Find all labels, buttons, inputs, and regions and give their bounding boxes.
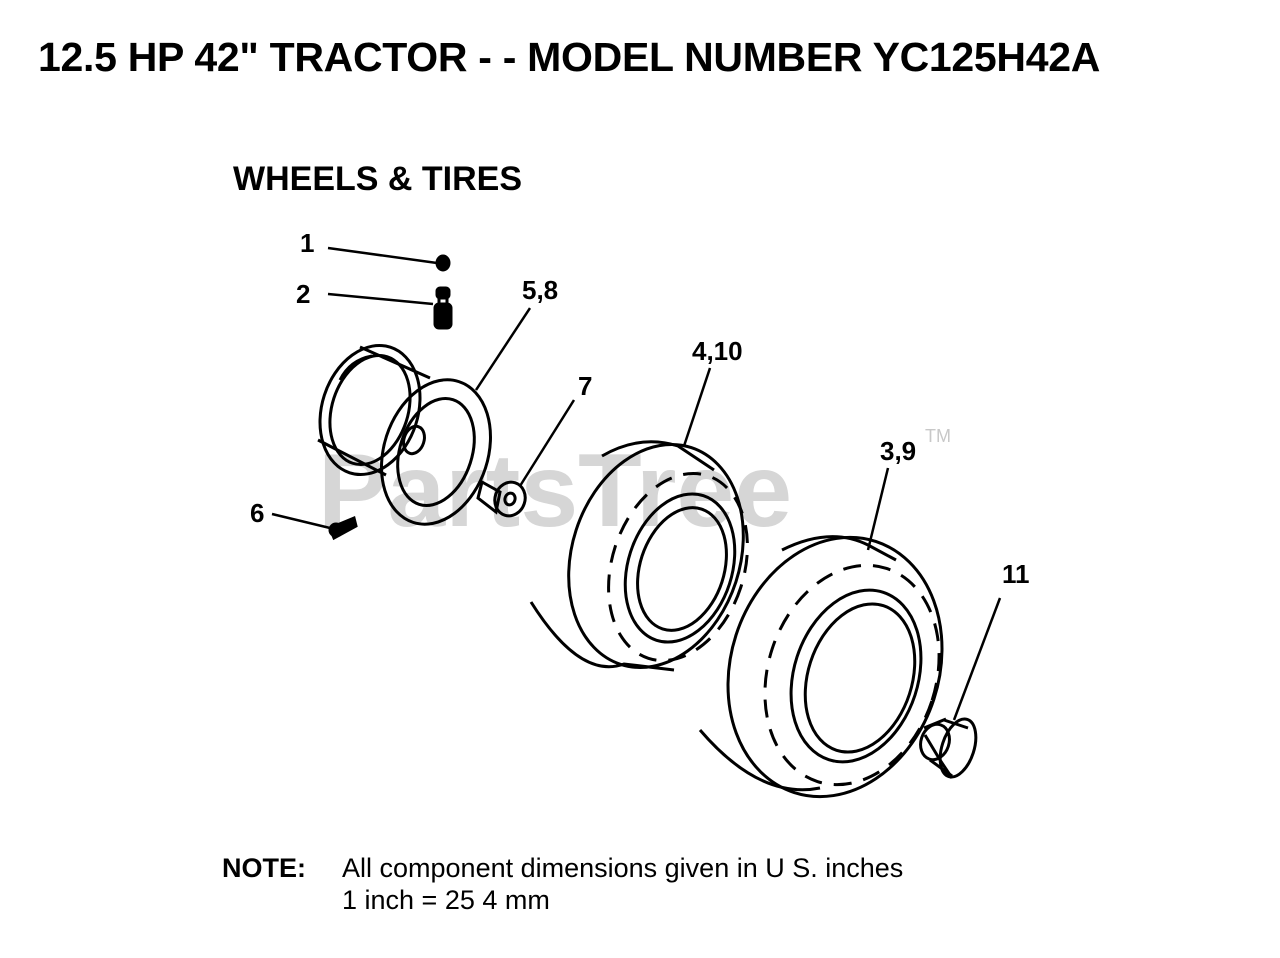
callout-2: 2 [296, 279, 310, 309]
part-front-tire[interactable] [529, 422, 771, 691]
leader-lines [271, 246, 1002, 721]
section-title: WHEELS & TIRES [233, 160, 523, 198]
watermark-trademark: TM [925, 426, 951, 446]
note-line-2: 1 inch = 25 4 mm [342, 885, 550, 915]
callout-4-10: 4,10 [692, 336, 743, 366]
part-bushing[interactable] [476, 478, 530, 520]
part-bolt[interactable] [328, 515, 358, 541]
note-line-1: All component dimensions given in U S. i… [342, 853, 904, 883]
watermark-text: PartsTree [318, 433, 792, 549]
callout-7: 7 [578, 371, 592, 401]
part-hub-cap[interactable] [916, 715, 982, 782]
callout-11: 11 [1002, 559, 1030, 589]
callout-6: 6 [250, 498, 264, 528]
part-valve-stem[interactable] [433, 286, 453, 330]
note-label: NOTE: [222, 853, 306, 883]
page-title: 12.5 HP 42" TRACTOR - - MODEL NUMBER YC1… [38, 34, 1101, 80]
part-wheel-rim[interactable] [304, 332, 508, 538]
part-valve-cap[interactable] [435, 254, 451, 272]
callout-5-8: 5,8 [522, 275, 558, 305]
callout-1: 1 [300, 228, 314, 258]
part-rear-tire[interactable] [695, 509, 974, 824]
callout-3-9: 3,9 [880, 436, 916, 466]
